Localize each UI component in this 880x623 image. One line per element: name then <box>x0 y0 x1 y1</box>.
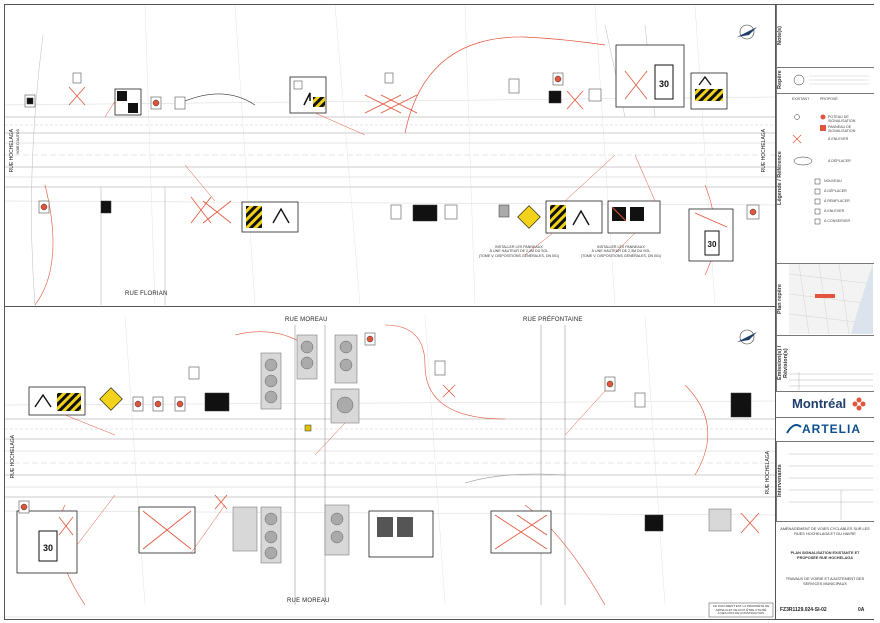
install-note-right: INSTALLER LES PANNEAUX À UNE HAUTEUR DE … <box>580 245 662 258</box>
top-warning-diamond <box>517 205 541 229</box>
legend-item-8: À CONSERVER <box>824 219 851 223</box>
tb-emissions-row: Émission(s) / Révision(s) <box>776 335 874 392</box>
tb-legend-row: Légende / Référence EXISTANT PROPOSÉ POT… <box>776 93 874 264</box>
street-label-hochelaga-top: RUE HOCHELAGA <box>9 129 15 173</box>
top-sign-panel-7 <box>690 72 728 110</box>
top-sign-panel-3 <box>241 201 299 233</box>
top-sign-panel-8: 30 <box>688 208 734 262</box>
bottom-small-signs <box>18 332 752 532</box>
top-sign-panel-1 <box>289 76 327 114</box>
montreal-rose-icon <box>852 397 866 411</box>
legend-item-3: À DÉPLACER <box>828 159 851 163</box>
tb-notes-row: Note(s) <box>776 5 874 68</box>
street-label-hochelaga-bottom-right: RUE HOCHELAGA <box>765 451 771 495</box>
tb-emissions-label: Émission(s) / Révision(s) <box>776 335 789 391</box>
bottom-leader-lines <box>64 390 606 554</box>
tb-title-row: AMÉNAGEMENT DE VOIES CYCLABLES SUR LES R… <box>776 521 874 619</box>
top-sign-panel-6: 30 <box>615 44 685 108</box>
plan-title: PLAN SIGNALISATION EXISTANTE ET PROPOSÉE… <box>790 551 860 560</box>
street-label-hochelaga-bottom-left: RUE HOCHELAGA <box>10 435 16 479</box>
top-sign-panel-5 <box>607 200 661 234</box>
speed-limit-sign-bottom: 30 <box>43 543 53 553</box>
key-plan-map <box>789 264 873 334</box>
tb-repere-graphic <box>793 74 869 86</box>
bottom-sign-panel-5 <box>368 510 434 558</box>
top-sign-panel-2 <box>114 88 142 116</box>
legend-header-existing: EXISTANT <box>792 97 810 101</box>
legend-symbols <box>792 114 826 225</box>
legend-item-0: POTEAU DE SIGNALISATION <box>828 115 856 124</box>
legend-item-4: NOUVEAU <box>824 179 842 183</box>
project-title: AMÉNAGEMENT DE VOIES CYCLABLES SUR LES R… <box>780 527 870 536</box>
bottom-sign-panel-4 <box>490 510 552 554</box>
tb-repere-row: Repère <box>776 67 874 94</box>
top-removed-signs <box>68 86 584 224</box>
north-arrow-top <box>737 24 757 40</box>
street-label-hochelaga-sub: VOIE D'AUTOS <box>16 129 20 155</box>
tb-client-row: Montréal <box>776 391 874 418</box>
panel-divider <box>5 306 775 307</box>
street-label-hochelaga-top-right: RUE HOCHELAGA <box>761 129 767 173</box>
bottom-sign-panel-2: 30 <box>16 510 78 574</box>
legend-item-6: À REMPLACER <box>824 199 850 203</box>
drawing-sheet: 30 30 <box>4 4 874 620</box>
north-arrow-bottom <box>737 329 757 345</box>
bottom-sign-panel-3 <box>138 506 196 554</box>
top-sign-panel-4 <box>545 200 603 234</box>
top-leader-lines <box>104 100 656 256</box>
street-label-moreau-top: RUE MOREAU <box>285 317 328 323</box>
legend-item-5: À DÉPLACER <box>824 189 847 193</box>
tb-consultant-row: ARTELIA <box>776 417 874 442</box>
tb-legend-label: Légende / Référence <box>776 93 789 263</box>
speed-limit-sign-top-right: 30 <box>708 240 717 249</box>
street-plan: 30 30 <box>5 5 775 618</box>
drawing-number: FZ3R1129.024-SI-02 <box>780 607 827 613</box>
bottom-warning-diamond <box>99 387 123 411</box>
legend-item-2: À ENLEVER <box>828 137 849 141</box>
legend-header-proposed: PROPOSÉ <box>820 97 838 101</box>
artelia-swoosh-icon <box>786 424 802 434</box>
top-small-signs <box>24 72 760 222</box>
tb-intervenants-label: Intervenants <box>776 441 789 521</box>
client-logo-montreal: Montréal <box>792 396 847 411</box>
tb-key-plan-label: Plan repère <box>776 263 789 335</box>
install-note-left: INSTALLER LES PANNEAUX À UNE HAUTEUR DE … <box>478 245 560 258</box>
work-title: TRAVAUX DE VOIRIE ET AJUSTEMENT DES SERV… <box>785 577 865 586</box>
drawing-area: 30 30 <box>5 5 775 619</box>
street-label-moreau-bottom: RUE MOREAU <box>287 598 330 604</box>
intervenants-table <box>789 453 873 520</box>
revision-number: 0A <box>858 607 865 613</box>
emissions-table <box>789 372 873 390</box>
tb-notes-label: Note(s) <box>776 5 789 67</box>
bottom-panel-streets <box>5 314 775 606</box>
ownership-note: CE DOCUMENT EST LA PROPRIÉTÉ DE ARTELIA … <box>712 604 770 616</box>
speed-limit-sign-top: 30 <box>659 79 669 89</box>
legend-item-7: À ENLEVER <box>824 209 845 213</box>
tb-key-plan-row: Plan repère <box>776 263 874 336</box>
tb-intervenants-row: Intervenants <box>776 441 874 522</box>
bottom-removed-signs <box>214 384 760 534</box>
consultant-logo-artelia: ARTELIA <box>802 422 861 436</box>
ownership-note-box <box>708 602 774 618</box>
bottom-sign-panel-1 <box>28 386 86 416</box>
tb-repere-label: Repère <box>776 67 789 93</box>
legend-item-1: PANNEAU DE SIGNALISATION <box>828 125 856 134</box>
title-block: Note(s) Repère Légende / Référence EXIST… <box>775 5 874 619</box>
street-label-florian: RUE FLORIAN <box>125 291 168 297</box>
street-label-prefontaine: RUE PRÉFONTAINE <box>523 317 583 323</box>
